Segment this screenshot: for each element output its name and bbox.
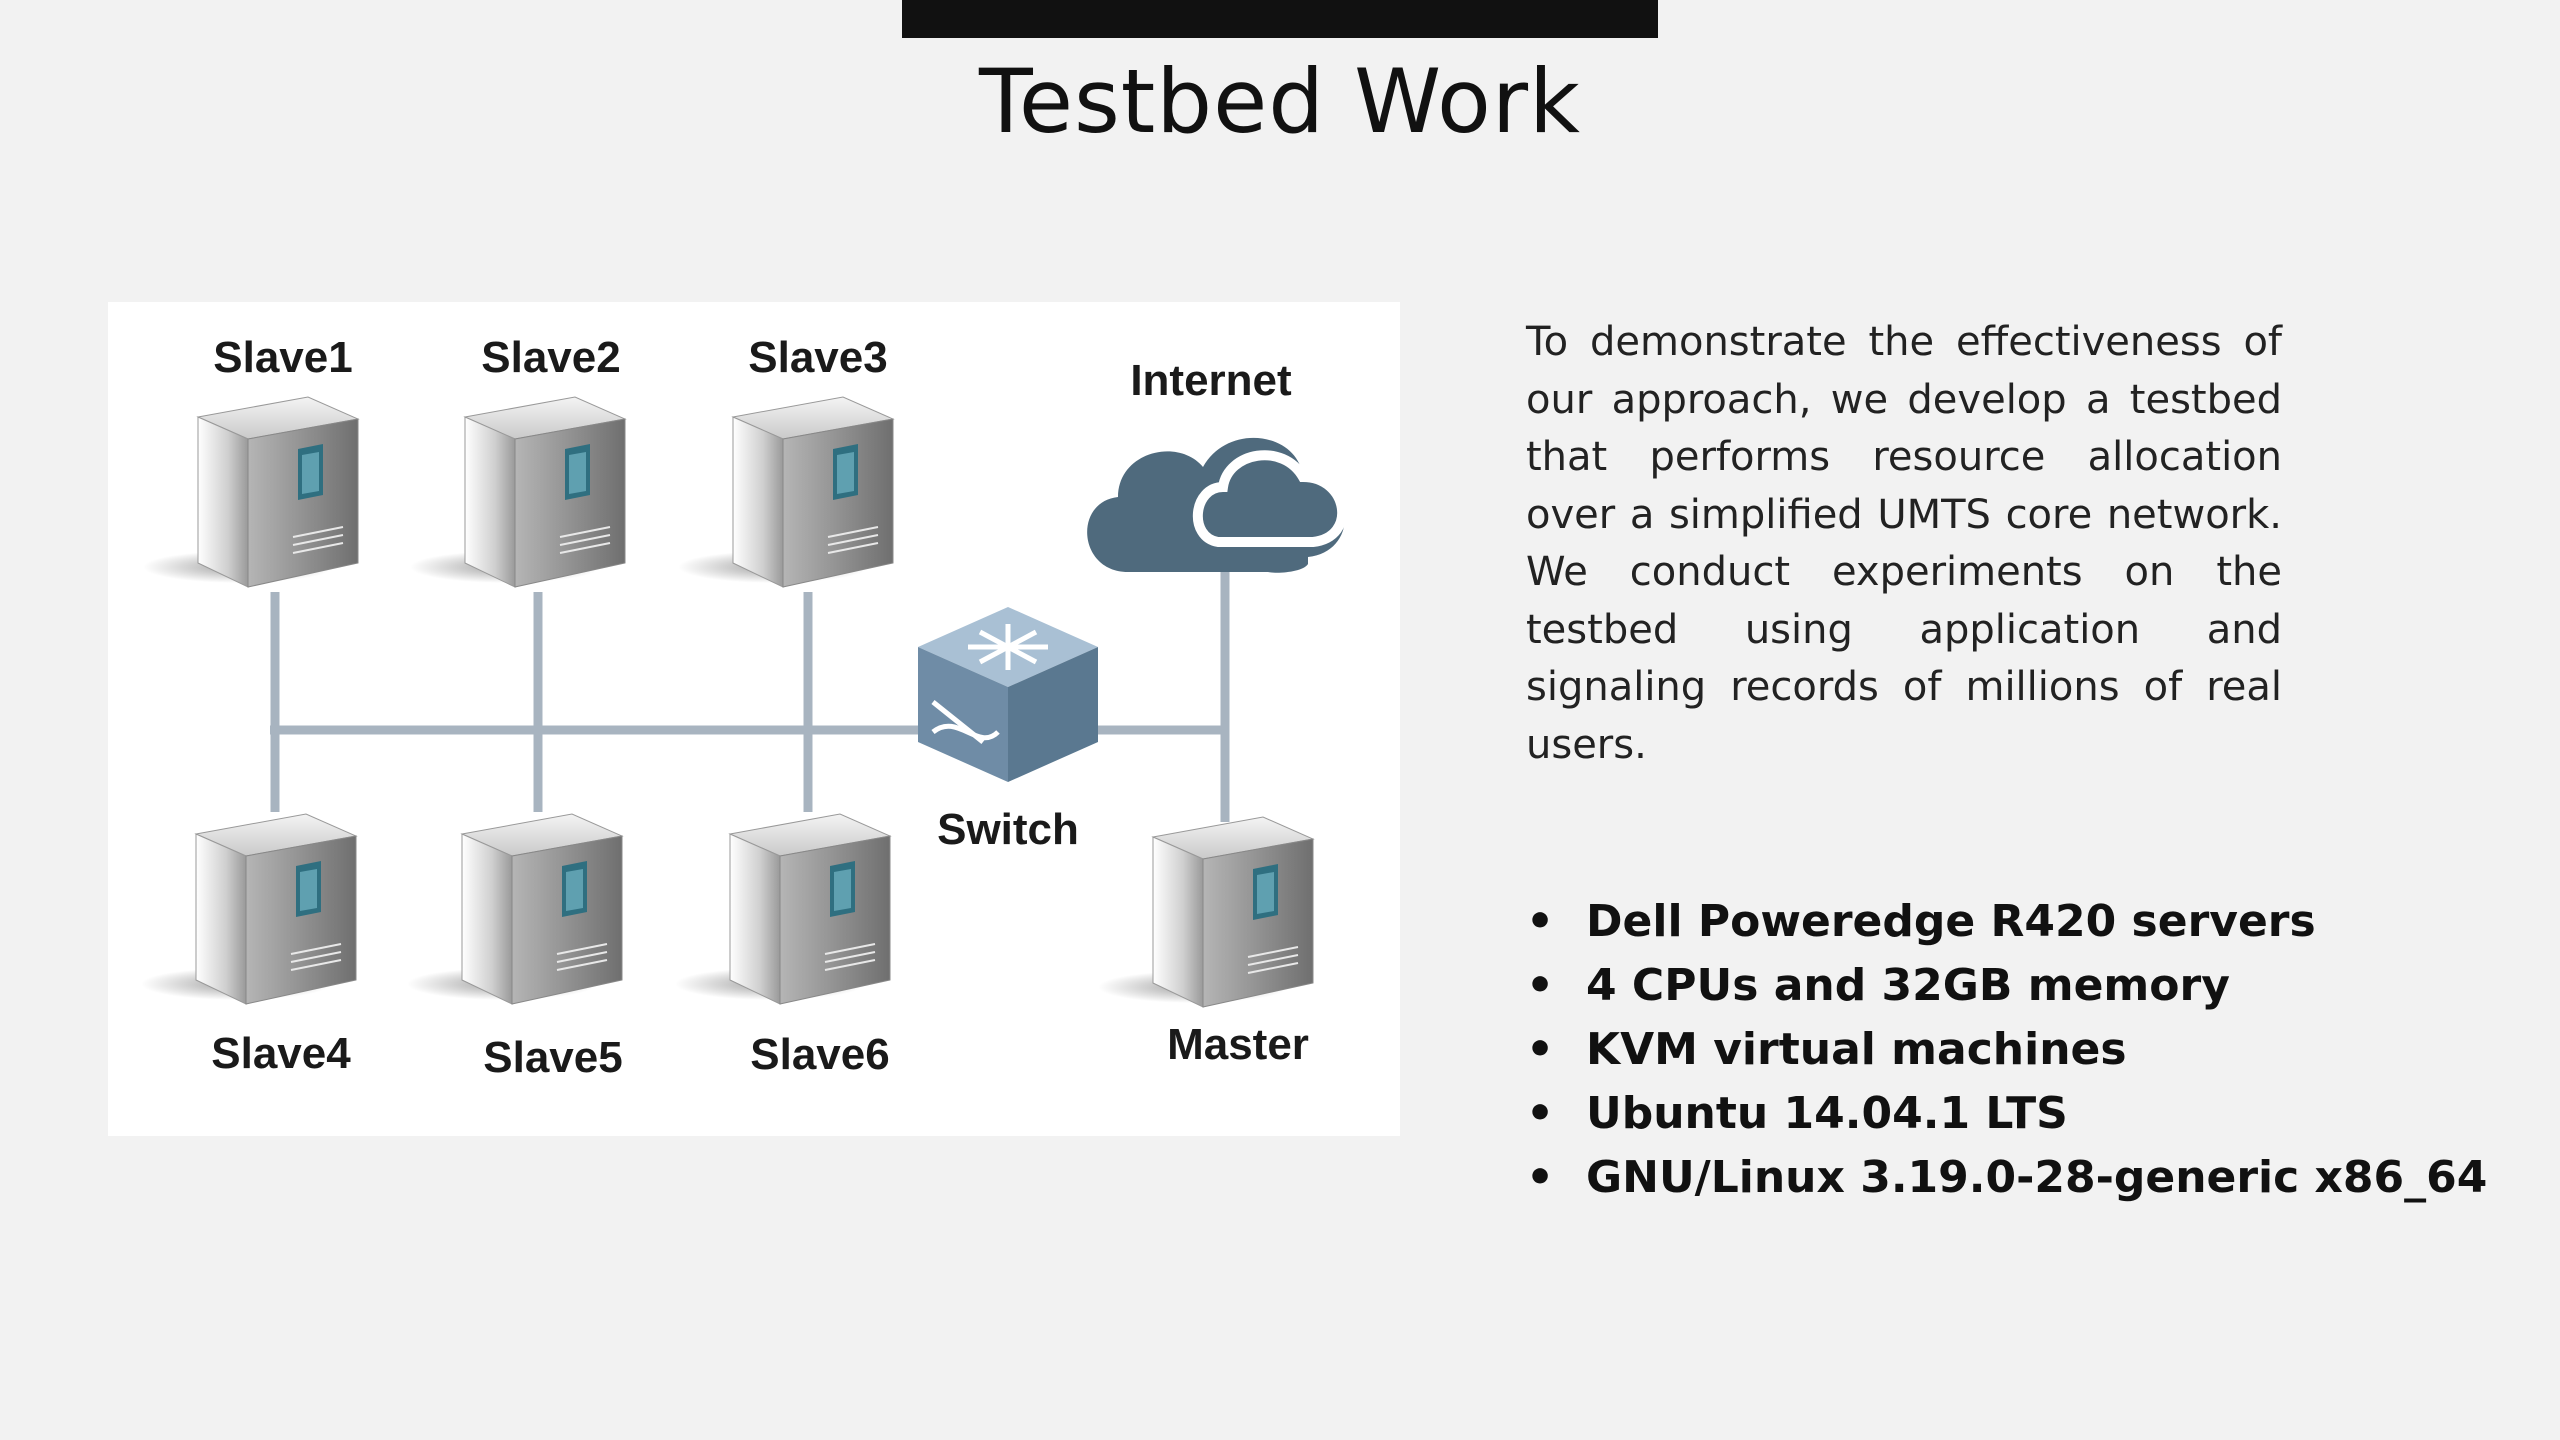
spec-list: Dell Poweredge R420 servers 4 CPUs and 3… xyxy=(1526,890,2487,1210)
network-diagram: Slave1 Slave2 Slave3 Internet Switch Sla… xyxy=(108,302,1400,1136)
label-slave6: Slave6 xyxy=(750,1030,889,1079)
spec-item: GNU/Linux 3.19.0-28-generic x86_64 xyxy=(1526,1146,2487,1210)
label-slave3: Slave3 xyxy=(748,333,887,382)
label-slave2: Slave2 xyxy=(481,333,620,382)
label-master: Master xyxy=(1167,1020,1309,1069)
server-icon xyxy=(409,396,626,588)
label-internet: Internet xyxy=(1130,356,1292,405)
network-diagram-svg: Slave1 Slave2 Slave3 Internet Switch Sla… xyxy=(140,333,1348,1082)
switch-icon xyxy=(918,607,1098,782)
spec-item: KVM virtual machines xyxy=(1526,1018,2487,1082)
server-icon xyxy=(677,396,894,588)
server-icon xyxy=(142,396,359,588)
label-slave5: Slave5 xyxy=(483,1033,622,1082)
label-switch: Switch xyxy=(937,805,1079,854)
slide-title: Testbed Work xyxy=(979,50,1581,153)
server-icon xyxy=(140,813,357,1005)
server-icon xyxy=(1097,816,1314,1008)
description-text: To demonstrate the effectiveness of our … xyxy=(1526,319,2282,768)
spec-item: Ubuntu 14.04.1 LTS xyxy=(1526,1082,2487,1146)
top-black-bar xyxy=(902,0,1658,38)
label-slave4: Slave4 xyxy=(211,1029,351,1078)
spec-item: Dell Poweredge R420 servers xyxy=(1526,890,2487,954)
label-slave1: Slave1 xyxy=(213,333,352,382)
server-icon xyxy=(406,813,623,1005)
server-icon xyxy=(674,813,891,1005)
cloud-icon xyxy=(1087,437,1348,573)
spec-item: 4 CPUs and 32GB memory xyxy=(1526,954,2487,1018)
